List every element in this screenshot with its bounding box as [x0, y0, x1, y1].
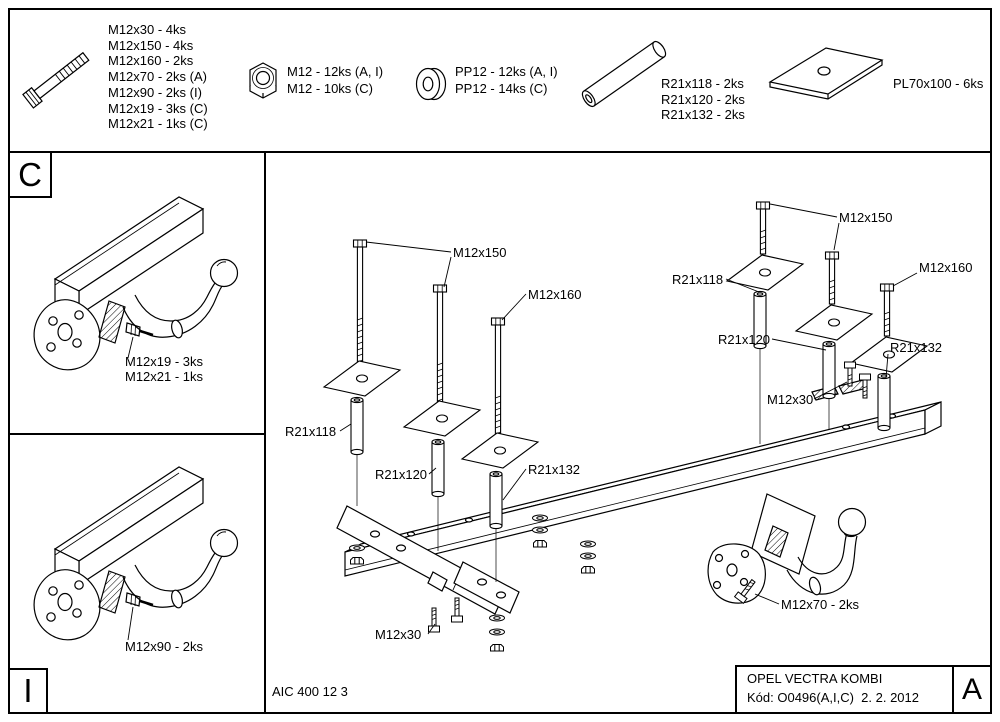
callout-r21x118-left: R21x118 — [285, 424, 336, 439]
hex-nut-icon — [243, 60, 283, 109]
callout-leader-line — [127, 606, 134, 641]
vehicle-title: OPEL VECTRA KOMBI — [747, 671, 883, 686]
callout-labels: M12x150 M12x160 R21x118 R21x120 R21x132 … — [285, 210, 972, 642]
section-letter-box-i: I — [10, 668, 48, 712]
callout-m12x150-left: M12x150 — [453, 245, 506, 260]
washer — [488, 628, 506, 636]
callout-m12x150-right: M12x150 — [839, 210, 892, 225]
panel-divider-line — [9, 433, 266, 435]
panel-i-drawing: M12x90 - 2ks — [32, 465, 239, 654]
washer-icon — [412, 62, 450, 111]
pl70x100-plate — [323, 360, 401, 397]
pl70x100-plate — [726, 254, 804, 291]
washer — [348, 544, 366, 552]
r21x118-spacer — [350, 396, 364, 456]
callout-m12x90: M12x90 - 2ks — [125, 639, 204, 654]
washer — [579, 540, 597, 548]
m12x160-bolt — [879, 283, 895, 337]
spacer-part-list: R21x118 - 2ks R21x120 - 2ks R21x132 - 2k… — [661, 76, 745, 123]
section-letter: A — [961, 672, 982, 706]
part-label: R21x132 - 2ks — [661, 107, 745, 123]
part-label: R21x120 - 2ks — [661, 91, 745, 107]
callout-m12x30-right: M12x30 — [767, 392, 813, 407]
assembly-axis-lines — [356, 346, 830, 582]
callout-r21x120-left: R21x120 — [375, 467, 427, 482]
section-letter: C — [18, 155, 42, 193]
legend-divider-line — [9, 151, 991, 153]
r21x132-spacer — [877, 372, 891, 432]
nut — [532, 539, 548, 548]
section-letter-box-a: A — [952, 665, 990, 712]
callout-m12x19: M12x19 - 3ks — [125, 354, 204, 369]
callout-m12x30-left: M12x30 — [375, 627, 421, 642]
washer-part-list: PP12 - 12ks (A, I) PP12 - 14ks (C) — [455, 64, 558, 97]
part-label: M12x150 - 4ks — [108, 37, 194, 53]
callout-m12x21: M12x21 - 1ks — [125, 369, 204, 384]
m12x30-bolt — [427, 607, 441, 633]
pl70x100-plate — [403, 400, 481, 437]
m12x150-bolt — [755, 201, 771, 255]
r21x120-spacer — [431, 438, 445, 498]
part-label: M12x70 - 2ks (A) — [108, 69, 207, 85]
washer — [579, 552, 597, 560]
doc-number: AIC 400 12 3 — [272, 684, 348, 699]
part-label: R21x118 - 2ks — [661, 76, 744, 91]
callout-leader-line — [127, 336, 134, 359]
part-label: PP12 - 14ks (C) — [455, 80, 548, 96]
nut — [349, 556, 365, 565]
plate-part-list: PL70x100 - 6ks — [893, 76, 983, 92]
pl70x100-plate — [795, 304, 873, 341]
m12x150-bolt — [824, 251, 840, 305]
part-label: M12x160 - 2ks — [108, 53, 194, 69]
code-line: Kód: O0496(A,I,C) 2. 2. 2012 — [747, 690, 919, 705]
section-letter: I — [23, 672, 33, 709]
section-letter-box-c: C — [10, 153, 52, 198]
callout-r21x132-right: R21x132 — [890, 340, 942, 355]
ball-coupling-assembly — [707, 493, 867, 604]
washer — [488, 614, 506, 622]
callout-r21x120-right: R21x120 — [718, 332, 770, 347]
left-column-divider-line — [264, 152, 266, 712]
nut — [580, 565, 596, 574]
panel-c-drawing: M12x19 - 3ks M12x21 - 1ks — [32, 195, 239, 384]
washer — [531, 526, 549, 534]
part-label: M12 - 12ks (A, I) — [287, 64, 384, 79]
callout-m12x160-left: M12x160 — [528, 287, 581, 302]
part-label: M12 - 10ks (C) — [287, 80, 373, 96]
callout-r21x132-left: R21x132 — [528, 462, 580, 477]
title-block: OPEL VECTRA KOMBI Kód: O0496(A,I,C) 2. 2… — [735, 665, 952, 712]
part-label: M12x21 - 1ks (C) — [108, 116, 208, 132]
nut-part-list: M12 - 12ks (A, I) M12 - 10ks (C) — [287, 64, 383, 97]
pl70x100-plate — [461, 432, 539, 469]
callout-leader-lines — [339, 203, 918, 635]
nut — [489, 643, 505, 652]
hex-bolt-icon — [18, 40, 102, 119]
part-label: M12x90 - 2ks (I) — [108, 84, 202, 100]
part-label: PP12 - 12ks (A, I) — [455, 64, 558, 79]
bolt-part-list: M12x30 - 4ks M12x150 - 4ks M12x160 - 2ks… — [108, 22, 208, 132]
mounting-plate-icon — [762, 40, 890, 109]
exploded-assembly-diagram: M12x150 M12x160 R21x118 R21x120 R21x132 … — [285, 201, 972, 652]
tow-ball — [837, 507, 867, 537]
towbar-side-view — [32, 465, 239, 642]
callout-r21x118-right: R21x118 — [672, 272, 723, 287]
washer — [531, 514, 549, 522]
part-label: M12x30 - 4ks — [108, 22, 187, 37]
left-mounting-bracket — [336, 505, 520, 615]
callout-m12x160-right: M12x160 — [919, 260, 972, 275]
m12x30-bolt — [450, 597, 464, 623]
r21x132-spacer — [489, 470, 503, 530]
callout-m12x70-right: M12x70 - 2ks — [781, 597, 860, 612]
spacer-tube-icon — [575, 38, 673, 115]
part-label: M12x19 - 3ks (C) — [108, 100, 208, 116]
part-label: PL70x100 - 6ks — [893, 76, 984, 91]
towbar-side-view — [32, 195, 239, 372]
